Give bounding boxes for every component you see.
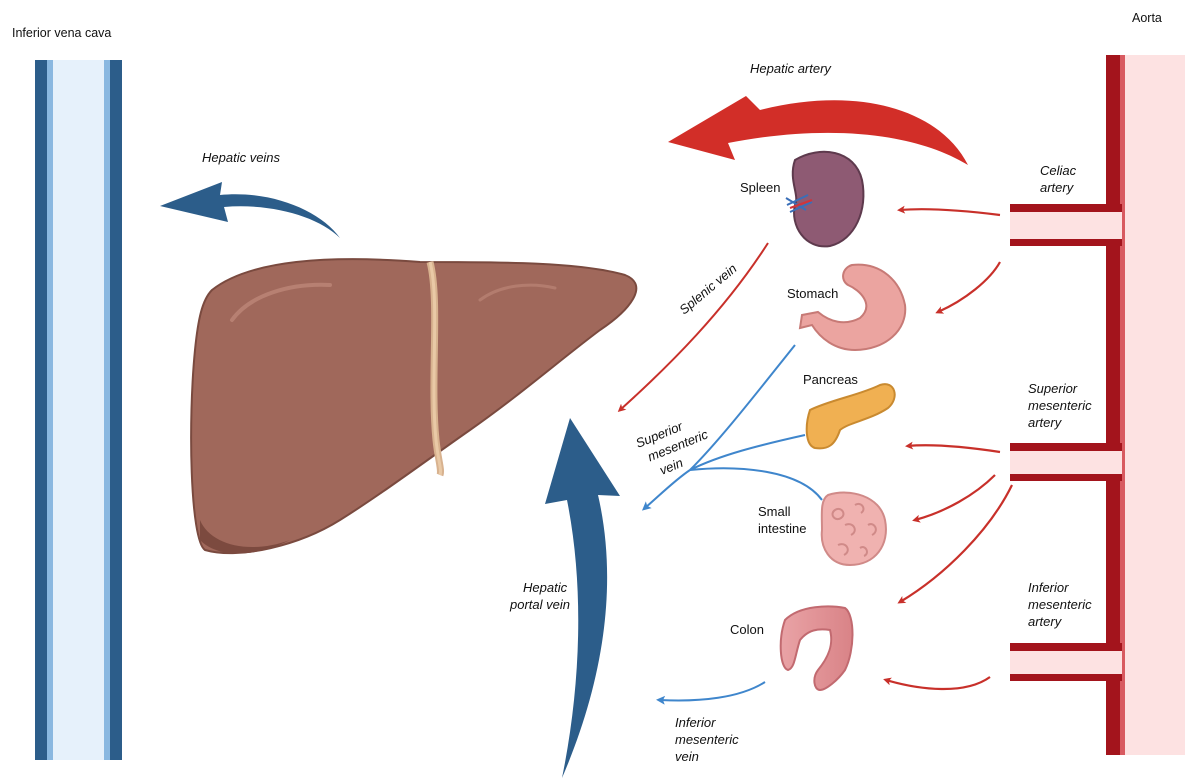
splenic-vein-label: Splenic vein [676,261,739,318]
aorta-label: Aorta [1132,11,1162,25]
inferior-vena-cava [35,60,122,760]
celiac-artery-label-1: Celiac [1040,163,1077,178]
celiac-artery-label-2: artery [1040,180,1075,195]
hepatic-veins-arrow [160,182,340,238]
small-intestine-label-1: Small [758,504,791,519]
ivc-label: Inferior vena cava [12,26,111,40]
hepatic-artery-label: Hepatic artery [750,61,832,76]
spleen-label: Spleen [740,180,780,195]
imv-label-1: Inferior [675,715,716,730]
ima-label-1: Inferior [1028,580,1069,595]
stomach [800,265,905,350]
portal-vein-label-2: portal vein [509,597,570,612]
sma-label-3: artery [1028,415,1063,430]
colon-label: Colon [730,622,764,637]
small-intestine [822,493,886,565]
sma-label-1: Superior [1028,381,1078,396]
imv-label-3: vein [675,749,699,764]
splenic-vein-arrow [620,243,768,410]
hepatic-veins-label: Hepatic veins [202,150,281,165]
pancreas-label: Pancreas [803,372,858,387]
sma-label-2: mesenteric [1028,398,1092,413]
portal-vein-label-1: Hepatic [523,580,568,595]
ima-label-2: mesenteric [1028,597,1092,612]
ima-label-3: artery [1028,614,1063,629]
pancreas [807,384,895,448]
inferior-mesenteric-vein-arrow [660,682,765,700]
colon [781,606,853,690]
smv-label: Superior mesenteric vein [634,411,717,483]
spleen [786,152,863,247]
arterial-arrows [886,209,1012,689]
imv-label-2: mesenteric [675,732,739,747]
stomach-label: Stomach [787,286,838,301]
small-intestine-label-2: intestine [758,521,806,536]
